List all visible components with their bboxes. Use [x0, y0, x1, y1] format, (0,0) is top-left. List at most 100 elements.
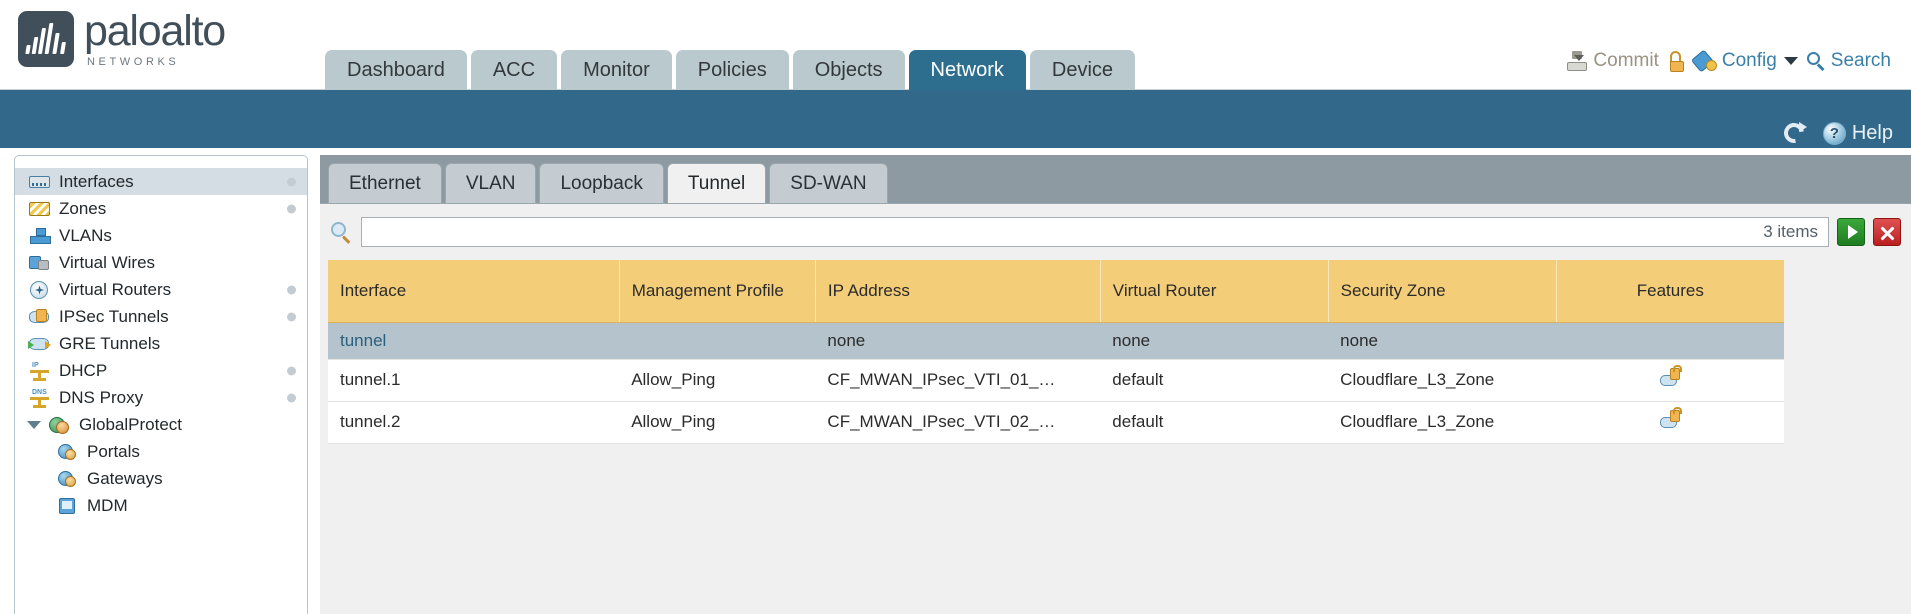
virtual-wires-icon [29, 254, 51, 272]
sidebar-item-globalprotect[interactable]: GlobalProtect [15, 411, 307, 438]
sidebar-item-vlans[interactable]: VLANs [15, 222, 307, 249]
sidebar-item-interfaces[interactable]: Interfaces [15, 168, 307, 195]
column-security-zone[interactable]: Security Zone [1328, 260, 1557, 323]
cell-management-profile [619, 322, 816, 360]
table-row[interactable]: tunnel.1 Allow_Ping CF_MWAN_IPsec_VTI_01… [328, 359, 1784, 402]
help-link[interactable]: ? Help [1822, 121, 1893, 145]
status-dot [287, 312, 296, 321]
nav-tab-dashboard[interactable]: Dashboard [325, 50, 467, 91]
sidebar-item-label: Zones [59, 198, 107, 218]
sidebar-item-virtual-wires[interactable]: Virtual Wires [15, 249, 307, 276]
sidebar-item-gateways[interactable]: Gateways [15, 465, 307, 492]
cell-virtual-router: default [1100, 359, 1329, 402]
clear-filter-button[interactable] [1873, 218, 1901, 246]
column-virtual-router[interactable]: Virtual Router [1100, 260, 1329, 323]
unlock-icon[interactable] [1668, 50, 1685, 72]
expand-triangle-icon[interactable] [27, 420, 41, 429]
sidebar-item-mdm[interactable]: MDM [15, 492, 307, 519]
tunnel-interfaces-table: Interface Management Profile IP Address … [328, 260, 1784, 444]
status-dot [287, 204, 296, 213]
cell-features [1556, 322, 1784, 360]
sidebar-item-portals[interactable]: Portals [15, 438, 307, 465]
sidebar-item-label: Portals [87, 441, 140, 461]
help-label: Help [1851, 121, 1893, 144]
sidebar-item-label: VLANs [59, 225, 112, 245]
tab-vlan[interactable]: VLAN [444, 163, 537, 203]
items-count: 3 items [1763, 222, 1818, 241]
sidebar-item-label: MDM [87, 495, 128, 515]
sidebar-item-gre-tunnels[interactable]: GRE Tunnels [15, 330, 307, 357]
sidebar-item-label: GRE Tunnels [59, 333, 161, 353]
tab-ethernet[interactable]: Ethernet [328, 163, 442, 203]
cell-ip-address: CF_MWAN_IPsec_VTI_02_… [815, 401, 1101, 444]
column-interface[interactable]: Interface [328, 260, 620, 323]
globalprotect-icon [49, 416, 71, 434]
refresh-icon[interactable] [1779, 119, 1808, 147]
sidebar-item-dns-proxy[interactable]: DNS DNS Proxy [15, 384, 307, 411]
interfaces-icon [29, 173, 51, 191]
cell-interface[interactable]: tunnel.2 [328, 401, 620, 444]
main-nav-tabs: Dashboard ACC Monitor Policies Objects N… [325, 50, 1136, 91]
brand-subtitle: NETWORKS [87, 56, 180, 68]
filter-input[interactable] [372, 219, 1764, 245]
sidebar-item-label: Virtual Wires [59, 252, 156, 272]
cell-interface[interactable]: tunnel [328, 322, 620, 360]
nav-tab-acc[interactable]: ACC [470, 50, 558, 91]
sidebar-item-label: Gateways [87, 468, 163, 488]
dns-proxy-icon: DNS [29, 389, 51, 408]
interface-subtabs: Ethernet VLAN Loopback Tunnel SD-WAN [320, 160, 888, 203]
config-menu-button[interactable]: Config [1690, 48, 1798, 73]
brand-logo: paloalto NETWORKS [18, 10, 226, 68]
tunnel-panel: 3 items Interface Management Profile IP … [320, 203, 1911, 614]
tab-sdwan[interactable]: SD-WAN [769, 163, 888, 203]
commit-icon [1566, 51, 1588, 71]
status-dot [287, 393, 296, 402]
context-bar-actions: ? Help [1779, 119, 1893, 147]
sidebar-item-zones[interactable]: Zones [15, 195, 307, 222]
cell-virtual-router: none [1100, 322, 1329, 360]
cell-features [1556, 359, 1784, 402]
column-management-profile[interactable]: Management Profile [619, 260, 816, 323]
sidebar-item-label: DHCP [59, 360, 108, 380]
gateways-icon [57, 470, 79, 488]
commit-label: Commit [1593, 50, 1659, 71]
sidebar-item-ipsec-tunnels[interactable]: IPSec Tunnels [15, 303, 307, 330]
gre-tunnels-icon [28, 335, 51, 353]
sidebar-item-label: Virtual Routers [59, 279, 172, 299]
status-dot [287, 177, 296, 186]
sidebar-item-virtual-routers[interactable]: Virtual Routers [15, 276, 307, 303]
cell-ip-address: none [815, 322, 1101, 360]
apply-filter-button[interactable] [1837, 218, 1865, 246]
sidebar-item-label: IPSec Tunnels [59, 306, 169, 326]
ipsec-lock-icon [1660, 364, 1683, 388]
column-features[interactable]: Features [1556, 260, 1784, 323]
help-icon: ? [1822, 121, 1846, 145]
column-ip-address[interactable]: IP Address [815, 260, 1101, 323]
chevron-down-icon [1783, 57, 1798, 65]
ipsec-tunnels-icon [29, 308, 51, 326]
nav-tab-policies[interactable]: Policies [675, 50, 789, 91]
nav-tab-network[interactable]: Network [908, 50, 1026, 91]
tab-loopback[interactable]: Loopback [539, 163, 664, 203]
filter-input-wrap[interactable]: 3 items [361, 217, 1829, 247]
vlans-icon [29, 227, 51, 245]
filter-search-icon[interactable] [330, 221, 353, 244]
table-row[interactable]: tunnel.2 Allow_Ping CF_MWAN_IPsec_VTI_02… [328, 401, 1784, 444]
nav-tab-device[interactable]: Device [1029, 50, 1136, 91]
status-dot [287, 285, 296, 294]
network-sidebar: Interfaces Zones VLANs Virtual Wires Vir… [14, 155, 308, 614]
table-row[interactable]: tunnel none none none [328, 322, 1784, 360]
sidebar-item-dhcp[interactable]: IP DHCP [15, 357, 307, 384]
app-header: paloalto NETWORKS Dashboard ACC Monitor … [0, 0, 1911, 91]
nav-tab-objects[interactable]: Objects [792, 50, 905, 91]
cell-management-profile: Allow_Ping [619, 359, 816, 402]
sidebar-item-label: Interfaces [59, 171, 134, 191]
virtual-routers-icon [29, 280, 51, 299]
nav-tab-monitor[interactable]: Monitor [561, 50, 672, 91]
commit-button[interactable]: Commit [1566, 50, 1659, 72]
tab-tunnel[interactable]: Tunnel [666, 163, 767, 203]
main-content: Ethernet VLAN Loopback Tunnel SD-WAN 3 i… [320, 155, 1911, 614]
search-button[interactable]: Search [1806, 50, 1891, 72]
cell-interface[interactable]: tunnel.1 [328, 359, 620, 402]
cell-ip-address: CF_MWAN_IPsec_VTI_01_… [815, 359, 1101, 402]
